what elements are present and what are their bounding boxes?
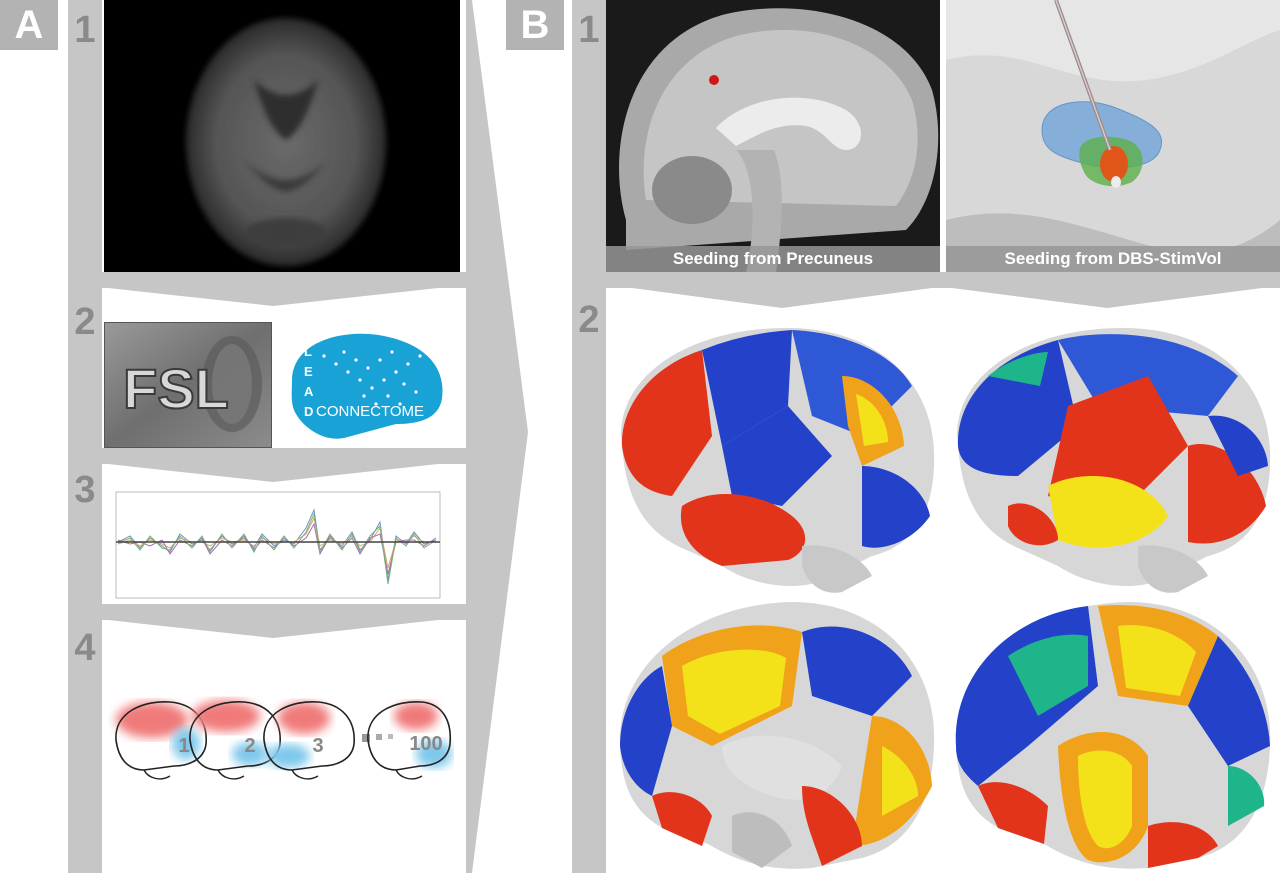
sagittal-mri-precuneus (606, 0, 940, 272)
panel-a-spine (68, 0, 102, 873)
bold-timeseries-plot (115, 491, 441, 599)
parcel-label-100: 100 (409, 733, 442, 755)
connectivity-brain-dbs-lateral (957, 327, 1271, 593)
panel-a-separators (68, 272, 468, 638)
connectivity-brain-precuneus-medial (619, 602, 935, 869)
lead-letter-e: E (304, 364, 313, 379)
parcel-label-1: 1 (178, 735, 189, 757)
connectivity-brain-dbs-medial (955, 602, 1271, 869)
parcellation-brains: 1 2 3 100 (115, 700, 452, 780)
panel-a-label: A (0, 0, 58, 50)
connectome-text: CONNECTOME (316, 403, 424, 420)
ellipsis-dot-3 (388, 734, 393, 739)
caption-precuneus: Seeding from Precuneus (606, 246, 940, 272)
ellipsis-dot-1 (362, 734, 370, 742)
lead-letter-a: A (304, 384, 314, 399)
dbs-stimvol-image (946, 0, 1280, 272)
step-a4-number: 4 (74, 627, 96, 669)
connectivity-brain-precuneus-lateral (621, 327, 935, 593)
fsl-logo: FSL (104, 322, 272, 448)
lead-letter-d: D (304, 404, 313, 419)
step-a3-number: 3 (74, 469, 96, 511)
parcel-label-3: 3 (312, 735, 323, 757)
panel-b-label: B (506, 0, 564, 50)
axial-mri-image (104, 0, 460, 272)
panel-b-spine (572, 0, 606, 873)
parcel-label-2: 2 (244, 735, 255, 757)
precuneus-seed-marker (709, 75, 719, 85)
caption-dbs-stimvol: Seeding from DBS-StimVol (946, 246, 1280, 272)
step-b1-number: 1 (578, 9, 600, 51)
parcel-brain-2 (189, 700, 281, 780)
parcel-brain-1 (115, 701, 207, 780)
parcel-brain-100 (367, 701, 452, 780)
parcel-brain-3 (263, 701, 355, 780)
panel-b-separator (572, 272, 1280, 308)
fsl-logo-text: FSL (123, 357, 229, 420)
lead-connectome-logo: L E A D CONNECTOME (291, 333, 443, 439)
step-a2-number: 2 (74, 301, 96, 343)
step-a1-number: 1 (74, 9, 96, 51)
lead-letter-l: L (304, 344, 312, 359)
pipeline-arrow (466, 0, 528, 873)
ellipsis-dot-2 (376, 734, 382, 740)
step-b2-number: 2 (578, 299, 600, 341)
